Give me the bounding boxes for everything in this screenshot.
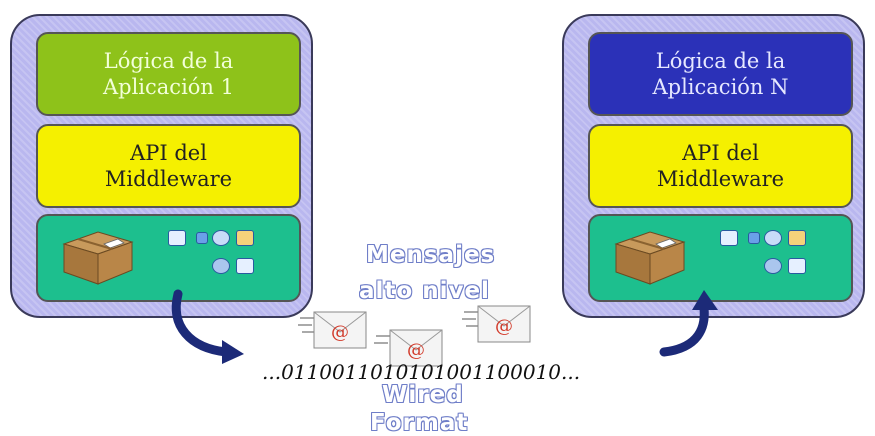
right-middleware-api-layer: API del Middleware <box>588 124 853 208</box>
svg-text:@: @ <box>407 340 425 361</box>
left-middleware-api-layer: API del Middleware <box>36 124 301 208</box>
envelope-icon: @ <box>374 329 443 367</box>
right-transport-layer <box>588 214 853 302</box>
envelope-icon: @ <box>462 305 531 343</box>
svg-text:@: @ <box>331 322 349 343</box>
envelope-icon: @ <box>298 311 367 349</box>
application-n-logic-label: Lógica de la Aplicación N <box>652 49 789 99</box>
home-icon <box>788 258 806 274</box>
svg-text:@: @ <box>495 316 513 337</box>
package-icon <box>614 231 686 285</box>
right-application-stack: Lógica de la Aplicación N API del Middle… <box>562 14 865 318</box>
high-level-label: alto nivel <box>359 278 490 304</box>
home-icon <box>236 258 254 274</box>
binary-stream-text: ...0110011010101001100010... <box>262 360 581 384</box>
wired-label: Wired <box>382 382 464 408</box>
network-icon <box>720 230 738 246</box>
left-transport-layer <box>36 214 301 302</box>
arrow-icon <box>748 232 760 244</box>
right-middleware-api-label: API del Middleware <box>656 141 785 191</box>
settings-icon <box>212 258 230 274</box>
application-1-logic-label: Lógica de la Aplicación 1 <box>102 49 234 99</box>
format-label: Format <box>370 410 469 436</box>
left-middleware-api-label: API del Middleware <box>104 141 233 191</box>
sync-icon <box>764 230 782 246</box>
application-1-logic-layer: Lógica de la Aplicación 1 <box>36 32 301 116</box>
folder-icon <box>788 230 806 246</box>
network-icons-group <box>168 230 278 290</box>
messages-label: Mensajes <box>366 242 496 268</box>
arrow-icon <box>196 232 208 244</box>
settings-icon <box>764 258 782 274</box>
receive-arrow-icon <box>659 290 718 357</box>
folder-icon <box>236 230 254 246</box>
network-icons-group <box>720 230 830 290</box>
application-n-logic-layer: Lógica de la Aplicación N <box>588 32 853 116</box>
send-arrow-icon <box>171 289 244 364</box>
network-icon <box>168 230 186 246</box>
package-icon <box>62 231 134 285</box>
left-application-stack: Lógica de la Aplicación 1 API del Middle… <box>10 14 313 318</box>
sync-icon <box>212 230 230 246</box>
